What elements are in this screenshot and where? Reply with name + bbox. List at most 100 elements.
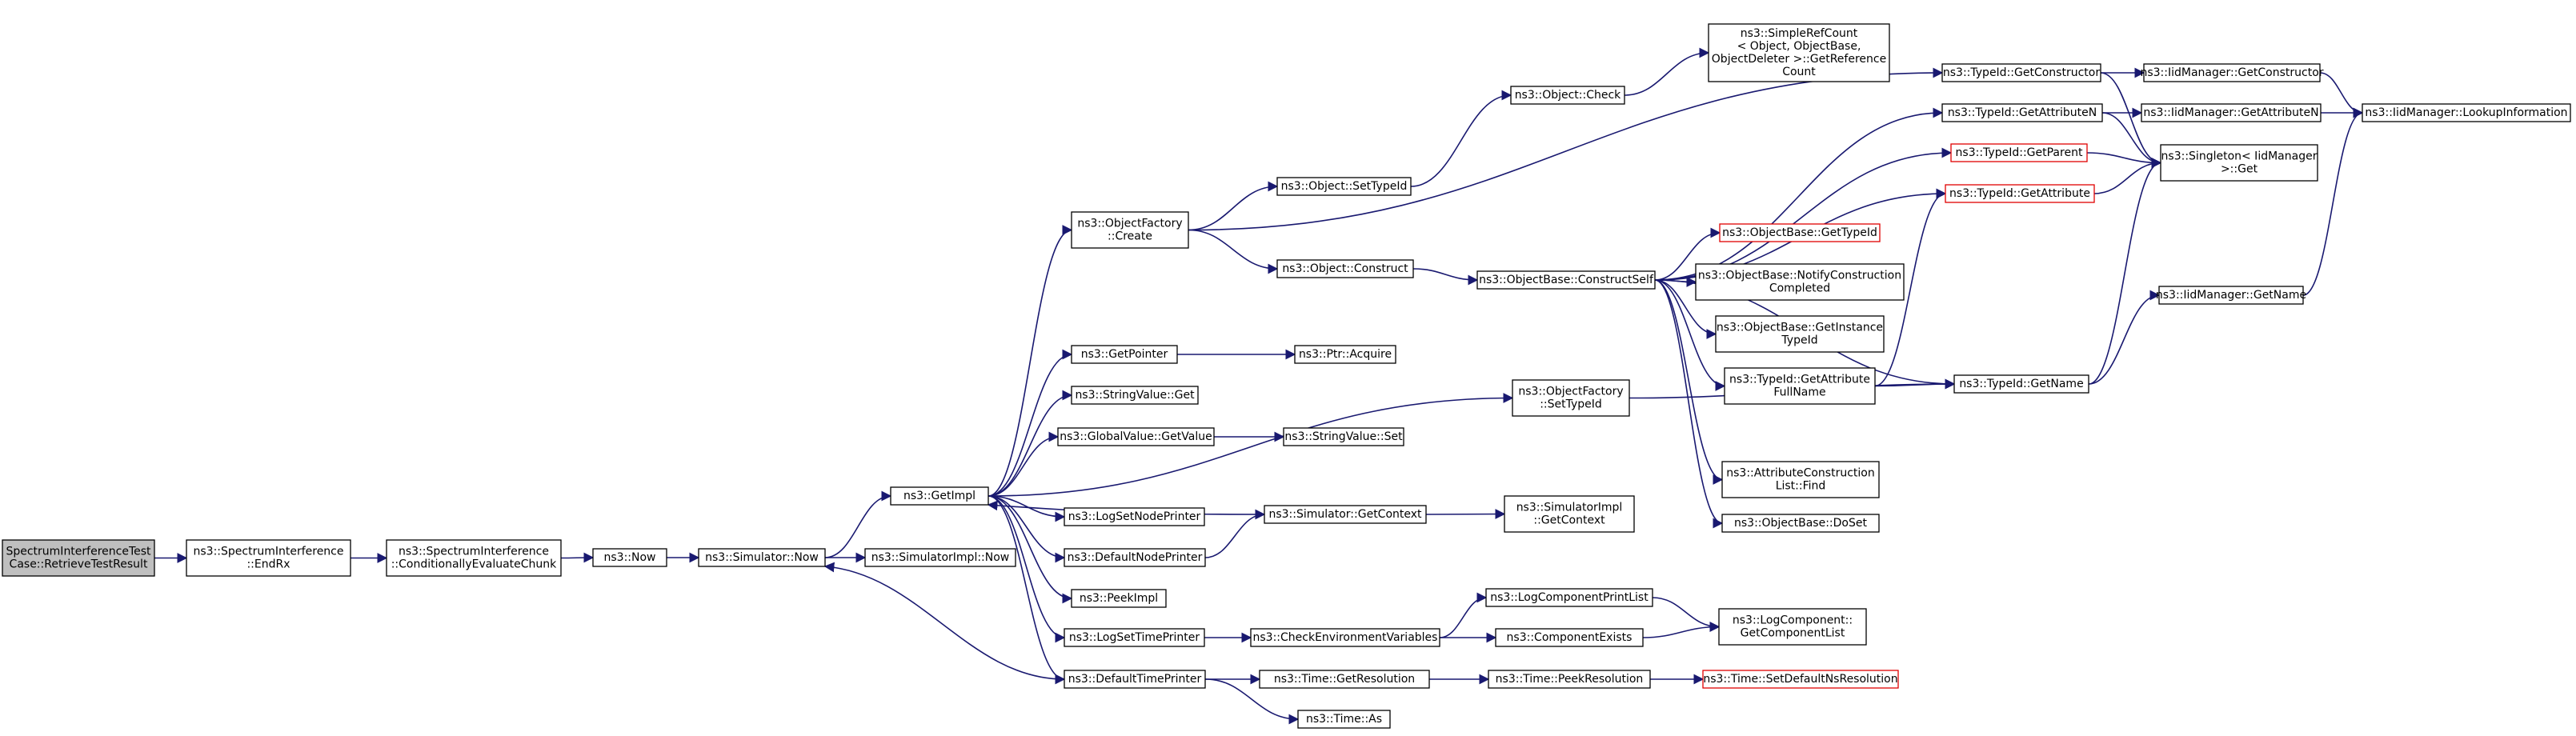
node-box [1488, 670, 1651, 689]
node-simnow[interactable]: ns3::Simulator::Now [698, 548, 826, 567]
node-endrx[interactable]: ns3::SpectrumInterference::EndRx [186, 539, 351, 577]
node-gvget[interactable]: ns3::GlobalValue::GetValue [1057, 427, 1215, 446]
node-label: ns3::LogComponentPrintList [1490, 591, 1649, 604]
edge-compexists-to-logcompget [1642, 622, 1721, 638]
node-box [2143, 63, 2321, 82]
node-getpointer[interactable]: ns3::GetPointer [1071, 345, 1178, 364]
node-box [1504, 495, 1635, 533]
node-singleton[interactable]: ns3::Singleton< IidManager>::Get [2160, 144, 2318, 182]
node-iidgetctor[interactable]: ns3::IidManager::GetConstructor [2140, 63, 2324, 82]
node-box [2158, 286, 2304, 305]
edge-tidgetname-to-iidgetname [2088, 290, 2161, 385]
node-simimplctx[interactable]: ns3::SimulatorImpl::GetContext [1504, 495, 1635, 533]
node-checkenv[interactable]: ns3::CheckEnvironmentVariables [1250, 628, 1440, 647]
node-now[interactable]: ns3::Now [592, 548, 667, 567]
node-compexists[interactable]: ns3::ComponentExists [1495, 628, 1644, 647]
edge-ofcreate-to-objsettype [1188, 181, 1279, 231]
node-iidgetname[interactable]: ns3::IidManager::GetName [2156, 286, 2306, 305]
node-getimpl[interactable]: ns3::GetImpl [890, 486, 989, 506]
node-label: ns3::GetPointer [1081, 348, 1168, 361]
node-obnotify[interactable]: ns3::ObjectBase::NotifyConstructionCompl… [1695, 263, 1905, 301]
node-label: ns3::ObjectFactory [1518, 386, 1623, 398]
node-strget[interactable]: ns3::StringValue::Get [1071, 386, 1199, 405]
nodes-layer: SpectrumInterferenceTestCase::RetrieveTe… [2, 23, 2571, 729]
node-logcompget[interactable]: ns3::LogComponent::GetComponentList [1718, 608, 1867, 646]
node-strset[interactable]: ns3::StringValue::Set [1283, 427, 1404, 446]
edge-simgetctx-to-simimplctx [1425, 509, 1506, 519]
node-simgetctx[interactable]: ns3::Simulator::GetContext [1264, 505, 1427, 524]
node-tidgetctor[interactable]: ns3::TypeId::GetConstructor [1941, 63, 2101, 82]
node-objsettype[interactable]: ns3::Object::SetTypeId [1276, 177, 1412, 196]
node-tidgetparent[interactable]: ns3::TypeId::GetParent [1950, 143, 2088, 162]
node-peekimpl[interactable]: ns3::PeekImpl [1071, 589, 1167, 608]
node-label: ns3::SpectrumInterference [399, 546, 549, 558]
node-peekres[interactable]: ns3::Time::PeekResolution [1488, 670, 1651, 689]
node-logsetnode[interactable]: ns3::LogSetNodePrinter [1064, 507, 1205, 526]
node-label: ns3::DefaultNodePrinter [1068, 551, 1203, 564]
node-box [1708, 23, 1890, 82]
node-label: Case::RetrieveTestResult [10, 558, 148, 571]
edge-ofcreate-to-objconstruct [1188, 229, 1279, 274]
node-tidgetattrn[interactable]: ns3::TypeId::GetAttributeN [1941, 103, 2103, 122]
node-label: ::GetContext [1533, 514, 1605, 527]
node-label: ::SetTypeId [1540, 398, 1602, 411]
node-label: ns3::TypeId::GetAttribute [1949, 187, 2090, 200]
node-label: ns3::Time::SetDefaultNsResolution [1703, 673, 1897, 686]
node-box [1259, 670, 1430, 689]
node-box [1071, 211, 1189, 249]
node-label: ns3::ObjectBase::DoSet [1734, 517, 1867, 530]
node-tidgetname[interactable]: ns3::TypeId::GetName [1953, 374, 2089, 394]
edge-obconstructself-to-attrlistfind [1654, 279, 1724, 485]
edges-layer [154, 47, 2364, 725]
node-box [1064, 507, 1205, 526]
node-ptracquire[interactable]: ns3::Ptr::Acquire [1294, 345, 1396, 364]
node-obgettypeid[interactable]: ns3::ObjectBase::GetTypeId [1719, 223, 1881, 242]
node-iidlookup[interactable]: ns3::IidManager::LookupInformation [2362, 103, 2571, 122]
node-box [1950, 143, 2088, 162]
node-simimplnow[interactable]: ns3::SimulatorImpl::Now [864, 548, 1016, 567]
edge-objconstruct-to-obconstructself [1412, 268, 1479, 286]
node-deftime[interactable]: ns3::DefaultTimePrinter [1064, 670, 1206, 689]
node-label: ns3::TypeId::GetParent [1956, 146, 2083, 159]
node-root[interactable]: SpectrumInterferenceTestCase::RetrieveTe… [2, 539, 155, 577]
node-label: ns3::IidManager::GetConstructor [2140, 66, 2323, 79]
node-condeval[interactable]: ns3::SpectrumInterference::Conditionally… [386, 539, 562, 577]
node-label: ns3::LogSetNodePrinter [1068, 510, 1201, 523]
edge-iidgetctor-to-iidlookup [2319, 72, 2364, 118]
node-logcompprint[interactable]: ns3::LogComponentPrintList [1485, 588, 1653, 607]
node-objconstruct[interactable]: ns3::Object::Construct [1276, 259, 1414, 278]
edge-getimpl-to-getpointer [988, 349, 1073, 497]
node-box [1071, 345, 1178, 364]
edge-obconstructself-to-obdoset [1654, 279, 1724, 529]
node-box [1064, 628, 1205, 647]
node-box [1057, 427, 1215, 446]
node-label: ns3::Ptr::Acquire [1299, 348, 1392, 361]
node-tidgetattr[interactable]: ns3::TypeId::GetAttribute [1945, 184, 2095, 203]
edge-tidgetattr-to-singleton [2093, 158, 2162, 194]
node-box [1071, 386, 1199, 405]
node-label: ns3::Time::As [1306, 713, 1382, 726]
edge-obconstructself-to-tidgetattrn [1654, 107, 1944, 281]
node-ofsettype[interactable]: ns3::ObjectFactory::SetTypeId [1512, 379, 1630, 417]
node-setdefres[interactable]: ns3::Time::SetDefaultNsResolution [1702, 670, 1899, 689]
node-label: ::ConditionallyEvaluateChunk [391, 558, 557, 571]
node-box [1250, 628, 1440, 647]
node-iidgetattrn[interactable]: ns3::IidManager::GetAttributeN [2141, 103, 2322, 122]
edge-getimpl-to-ofsettype [988, 393, 1514, 497]
node-simplerefcount[interactable]: ns3::SimpleRefCount< Object, ObjectBase,… [1708, 23, 1890, 82]
node-obconstructself[interactable]: ns3::ObjectBase::ConstructSelf [1476, 270, 1656, 290]
node-label: ::Create [1108, 230, 1152, 243]
node-defnode[interactable]: ns3::DefaultNodePrinter [1064, 548, 1206, 567]
node-objcheck[interactable]: ns3::Object::Check [1510, 86, 1625, 105]
edge-objsettype-to-objcheck [1410, 90, 1512, 187]
node-timeas[interactable]: ns3::Time::As [1297, 710, 1391, 729]
node-logsettime[interactable]: ns3::LogSetTimePrinter [1064, 628, 1205, 647]
node-ofcreate[interactable]: ns3::ObjectFactory::Create [1071, 211, 1189, 249]
node-label: ns3::ObjectBase::NotifyConstruction [1698, 270, 1901, 282]
node-timegetres[interactable]: ns3::Time::GetResolution [1259, 670, 1430, 689]
node-obdoset[interactable]: ns3::ObjectBase::DoSet [1721, 514, 1880, 533]
node-box [1495, 628, 1644, 647]
